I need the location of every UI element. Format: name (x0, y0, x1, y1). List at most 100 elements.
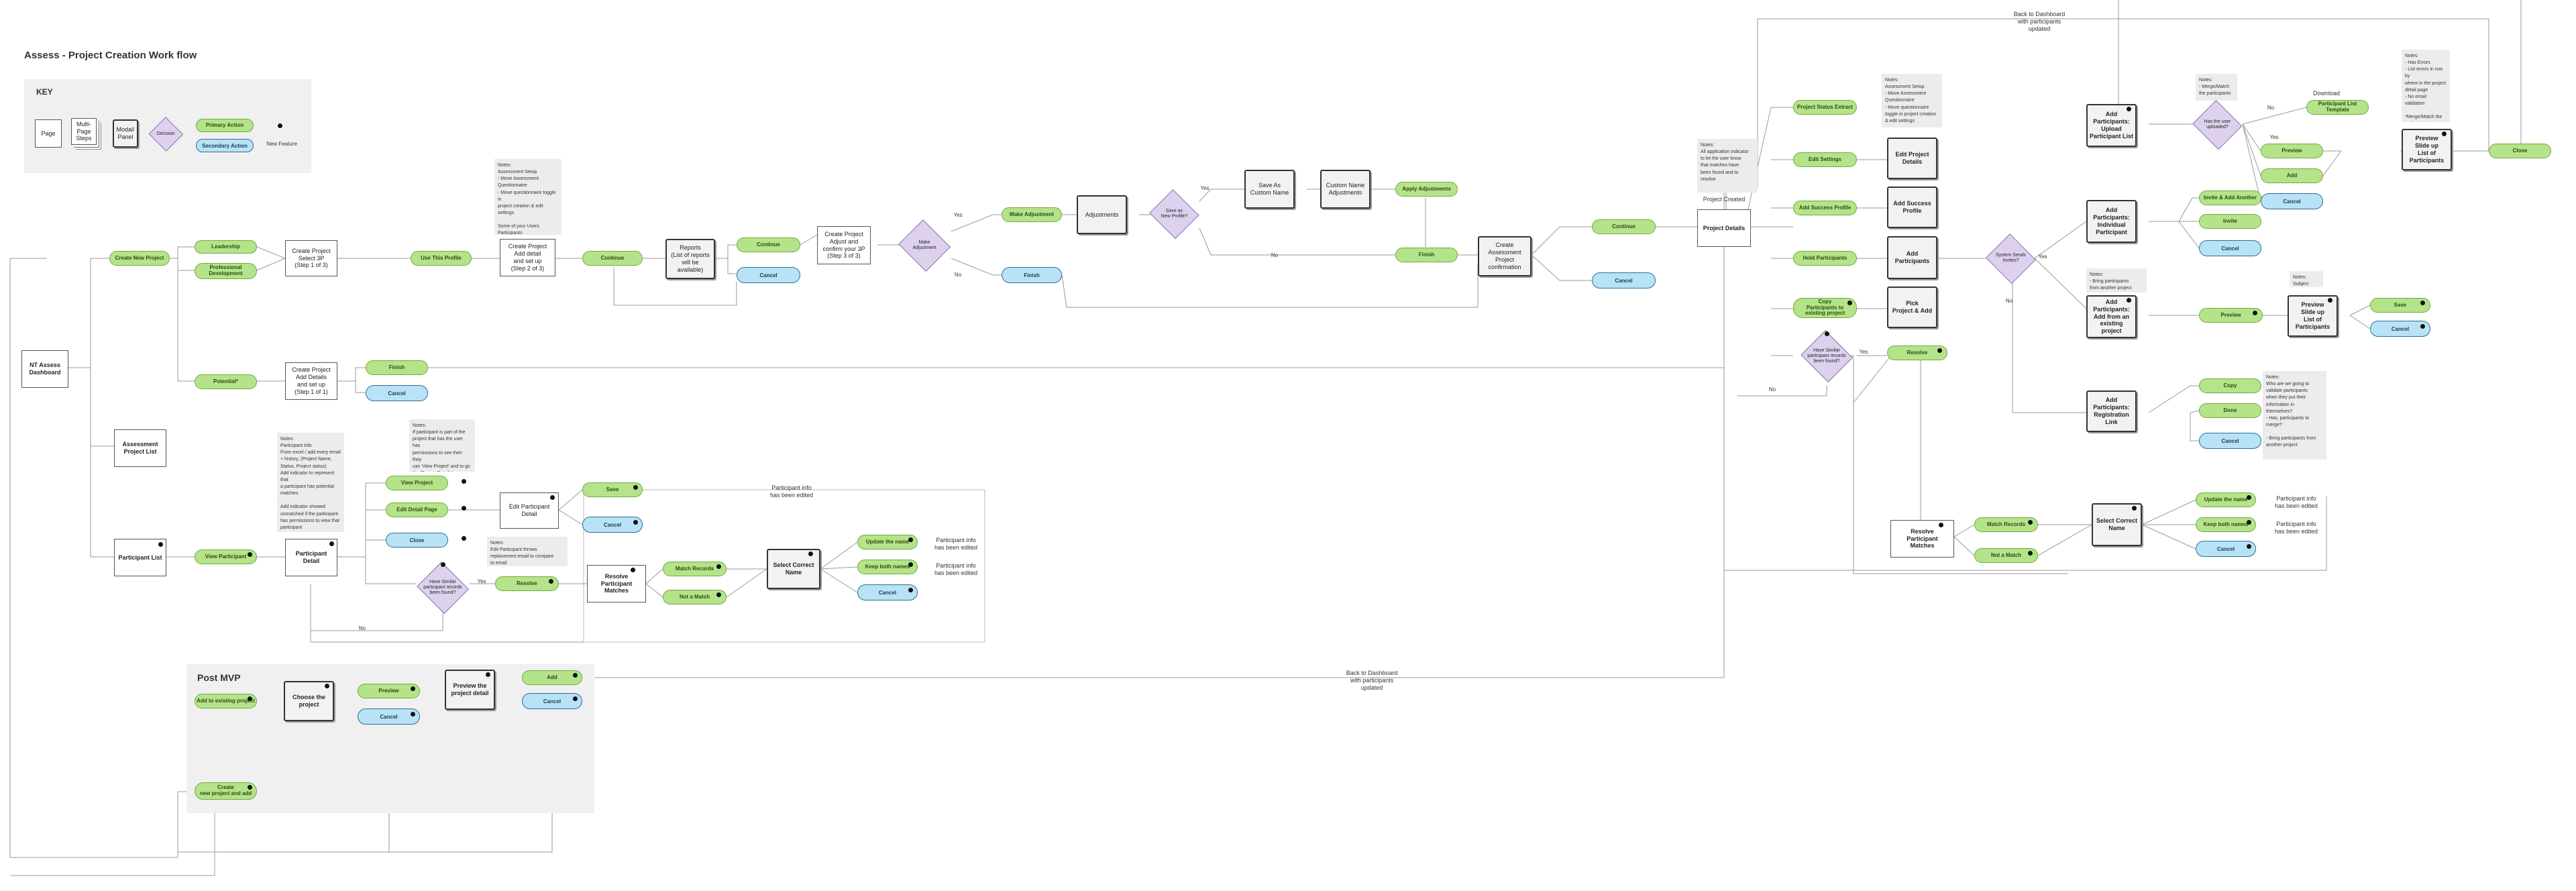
cancel-button-2[interactable]: Cancel (1592, 272, 1656, 289)
cancel-button-10[interactable]: Cancel (2196, 541, 2256, 557)
participant-detail-new-dot (329, 541, 334, 546)
select-correct-new-dot-2 (2132, 506, 2137, 511)
add-button-1[interactable]: Add (2261, 168, 2323, 183)
cancel-button-8[interactable]: Cancel (2370, 321, 2430, 337)
cancel-button-11[interactable]: Cancel (358, 709, 420, 725)
similar-records-decision-1: Have Similar participant records been fo… (416, 564, 470, 612)
potential-button[interactable]: Potential* (195, 374, 257, 389)
professional-dev-button[interactable]: Professional Development (195, 263, 257, 279)
dashboard-page[interactable]: NT Assess Dashboard (21, 350, 68, 388)
preview-new-dot-2 (2253, 311, 2257, 315)
done-button[interactable]: Done (2199, 403, 2261, 418)
invite-add-another-button[interactable]: Invite & Add Another (2199, 191, 2261, 205)
yes-label-5: Yes (2038, 254, 2047, 260)
key-decision: Decision (149, 118, 182, 150)
view-participant-button[interactable]: View Participant (195, 549, 257, 564)
participant-updated-label-2: Participant info has been edited (934, 537, 978, 551)
update-name-button-1[interactable]: Update the name (857, 535, 918, 549)
invite-button[interactable]: Invite (2199, 214, 2261, 229)
project-status-button[interactable]: Project Status Extract (1793, 100, 1857, 115)
not-match-new-dot-1 (716, 592, 721, 597)
create-project-step2: Create Project Add detail and set up (St… (500, 239, 555, 276)
cancel-new-dot-10 (2247, 544, 2251, 549)
make-adjustments-button[interactable]: Make Adjustment (1002, 207, 1062, 222)
yes-label-2: Yes (1200, 185, 1210, 191)
post-mvp-title: Post MVP (197, 672, 241, 683)
participant-updated-label-1: Participant info has been edited (769, 484, 814, 499)
continue-button-1[interactable]: Continue (582, 251, 643, 266)
view-participant-new-dot (248, 552, 252, 557)
resolve-new-dot-2 (1937, 348, 1942, 353)
add-new-dot-2 (573, 673, 578, 678)
close-button-1[interactable]: Close (386, 533, 448, 547)
yes-label-6: Yes (2269, 134, 2279, 140)
cancel-button-9[interactable]: Cancel (2199, 433, 2261, 449)
finish-button-1[interactable]: Finish (1002, 267, 1062, 283)
continue-button-2[interactable]: Continue (737, 238, 800, 252)
key-page: Page (35, 119, 62, 148)
project-details-page: Project Details (1697, 209, 1751, 247)
create-new-add-button[interactable]: Create new project and add (195, 782, 257, 800)
add-button-2[interactable]: Add (522, 670, 582, 685)
keep-both-new-dot-1 (908, 562, 913, 567)
cancel-button-4[interactable]: Cancel (582, 517, 643, 533)
cancel-button-1[interactable]: Cancel (737, 267, 800, 283)
save-new-dot-1 (633, 485, 638, 490)
leadership-button[interactable]: Leadership (195, 240, 257, 254)
key-modal: Modal/ Panel (113, 119, 138, 148)
finish-button-2[interactable]: Finish (1395, 248, 1458, 262)
preview-new-dot-3 (411, 686, 415, 691)
match-records-button-2[interactable]: Match Records (1974, 517, 2038, 532)
create-confirmation-modal: Create Assessment Project confirmation (1478, 236, 1532, 276)
reports-modal: Reports (List of reports will be availab… (665, 239, 715, 279)
not-match-button-2[interactable]: Not a Match (1974, 548, 2038, 563)
participant-updated-label-3: Participant info has been edited (934, 562, 978, 576)
participant-list-new-dot (158, 542, 163, 547)
cancel-button-5[interactable]: Cancel (857, 584, 918, 600)
create-project-step1: Create Project Select 3P (Step 1 of 3) (285, 240, 337, 276)
keep-both-button-1[interactable]: Keep both names (857, 560, 918, 574)
cancel-new-dot-4 (633, 520, 638, 525)
continue-button-3[interactable]: Continue (1592, 219, 1656, 234)
resolve-button-2[interactable]: Resolve (1887, 346, 1947, 360)
save-button-1[interactable]: Save (582, 482, 643, 497)
key-multi-page: Multi- Page Steps (71, 118, 97, 145)
cancel-button-12[interactable]: Cancel (522, 693, 582, 709)
edit-settings-button[interactable]: Edit Settings (1793, 152, 1857, 167)
add-success-profile-button[interactable]: Add Success Profile (1793, 201, 1857, 215)
update-name-button-2[interactable]: Update the name (2196, 492, 2256, 507)
save-button-2[interactable]: Save (2370, 298, 2430, 313)
resolve-button-1[interactable]: Resolve (495, 576, 559, 591)
view-project-button[interactable]: View Project (386, 476, 448, 490)
add-existing-project-button[interactable]: Add to existing project (195, 694, 257, 709)
key-new-feature-label: New Feature (266, 141, 297, 147)
make-adjustment-decision: Make Adjustment (898, 221, 951, 270)
match-records-button-1[interactable]: Match Records (663, 562, 727, 576)
cancel-button-7[interactable]: Cancel (2199, 240, 2261, 256)
create-new-project-button[interactable]: Create New Project (109, 251, 170, 266)
apply-adjustments-button[interactable]: Apply Adjustments (1395, 182, 1458, 197)
not-match-button-1[interactable]: Not a Match (663, 590, 727, 605)
participant-updated-label-4: Participant info has been edited (2274, 495, 2318, 509)
participant-template-button[interactable]: Participant List Template (2306, 100, 2369, 115)
copy-button[interactable]: Copy (2199, 378, 2261, 393)
create-project-step3: Create Project Adjust and confirm your 3… (817, 226, 871, 264)
finish-button-3[interactable]: Finish (366, 360, 428, 375)
close-button-2[interactable]: Close (2489, 144, 2551, 158)
note-11: Notes: Who are we going to validate part… (2263, 371, 2326, 460)
cancel-button-3[interactable]: Cancel (366, 385, 428, 401)
preview-button-3[interactable]: Preview (358, 684, 420, 698)
copy-participants-button[interactable]: Copy Participants to existing project (1793, 298, 1857, 318)
cancel-button-6[interactable]: Cancel (2261, 193, 2323, 209)
yes-label-1: Yes (953, 212, 963, 218)
create-project-add-details: Create Project Add Details and set up (S… (285, 362, 337, 400)
note-6: Notes: Assessment Setup - Move Assessmen… (1882, 74, 1942, 127)
preview-button-1[interactable]: Preview (2261, 144, 2323, 158)
keep-both-button-2[interactable]: Keep both names (2196, 517, 2256, 532)
preview-button-2[interactable]: Preview (2199, 308, 2263, 323)
use-profile-button[interactable]: Use This Profile (411, 251, 472, 266)
edit-detail-page-button[interactable]: Edit Detail Page (386, 503, 448, 517)
cancel-new-dot-5 (908, 588, 913, 592)
hold-participants-button[interactable]: Hold Participants (1793, 251, 1857, 266)
add-existing-new-dot (248, 696, 252, 701)
